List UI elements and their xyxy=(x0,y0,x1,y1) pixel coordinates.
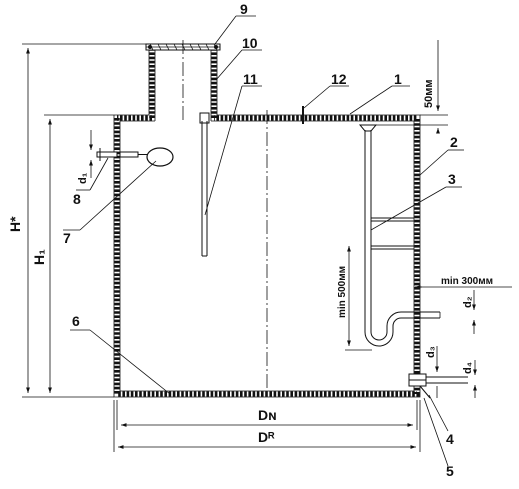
dim-d1: d₁ xyxy=(77,172,89,184)
dip-tube xyxy=(199,112,210,257)
dim-H1: H₁ xyxy=(31,249,47,265)
label-6: 6 xyxy=(72,313,80,329)
leader-lines xyxy=(63,15,464,467)
label-1: 1 xyxy=(394,71,402,87)
part-labels: 9 10 11 12 1 2 3 4 5 6 7 8 xyxy=(63,1,458,479)
label-5: 5 xyxy=(446,463,454,479)
tank-body xyxy=(113,114,421,398)
suction-pipe xyxy=(358,124,441,347)
label-12: 12 xyxy=(331,71,347,87)
label-10: 10 xyxy=(242,35,258,51)
dim-min-300: min 300мм xyxy=(441,276,493,287)
label-3: 3 xyxy=(448,171,456,187)
label-8: 8 xyxy=(73,191,81,207)
label-2: 2 xyxy=(450,134,458,150)
dim-DN: Dɴ xyxy=(258,407,277,423)
dim-DR: Dᴿ xyxy=(258,429,275,445)
dimension-labels: 50мм min 300мм min 500мм H* H₁ d₁ d₂ d₃ … xyxy=(7,79,493,445)
drain-nozzle xyxy=(408,373,468,399)
dim-d3: d₃ xyxy=(425,346,437,358)
dimension-lines xyxy=(22,40,512,452)
manhole-neck xyxy=(145,40,221,123)
label-9: 9 xyxy=(240,1,248,17)
inlet-nozzle xyxy=(96,147,174,167)
dim-50mm: 50мм xyxy=(423,79,435,108)
label-11: 11 xyxy=(243,71,258,87)
dim-min-500: min 500мм xyxy=(337,266,348,318)
label-4: 4 xyxy=(446,431,454,447)
dim-d4: d₄ xyxy=(462,362,474,374)
dim-H-star: H* xyxy=(7,216,23,232)
dim-d2: d₂ xyxy=(462,296,474,308)
label-7: 7 xyxy=(63,230,71,246)
